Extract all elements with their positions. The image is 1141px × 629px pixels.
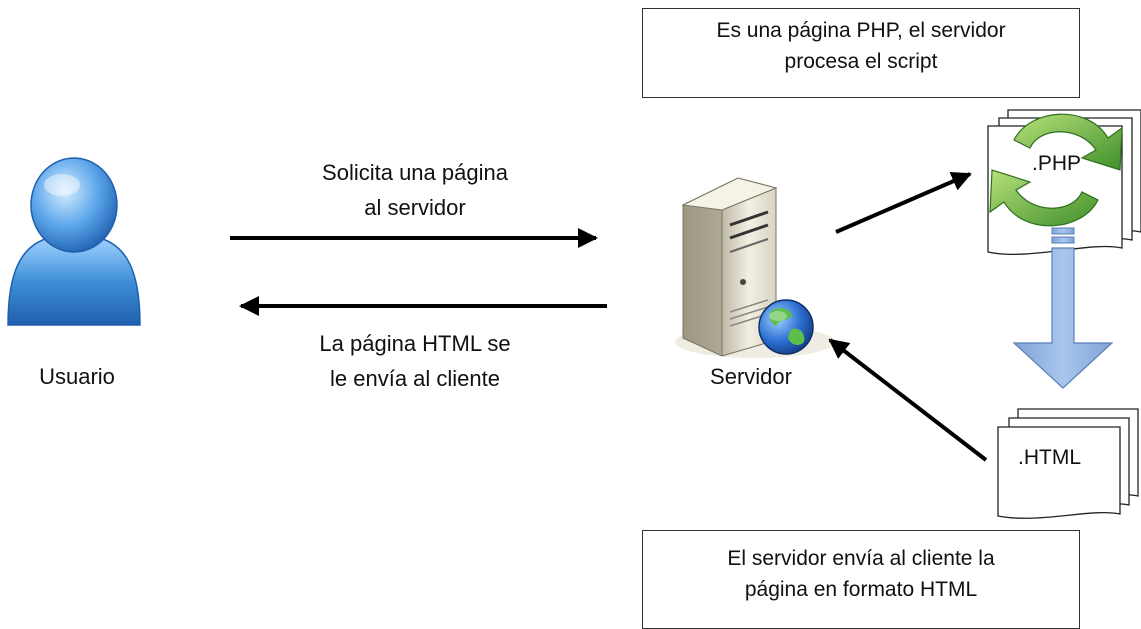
html-response-note: El servidor envía al cliente la página e… [642, 530, 1080, 629]
globe-icon [758, 299, 814, 355]
server-label: Servidor [710, 364, 792, 389]
html-document-stack [997, 408, 1139, 519]
html-note-line2: página en formato HTML [744, 578, 978, 601]
php-document-label: .PHP [1032, 152, 1082, 175]
process-cycle-icon [989, 113, 1123, 227]
response-label-line1: La página HTML se [319, 331, 511, 356]
request-label-line2: al servidor [364, 195, 466, 220]
user-label: Usuario [39, 364, 115, 389]
html-note-line1: El servidor envía al cliente la [727, 547, 995, 570]
server-to-php-arrow [835, 171, 972, 234]
response-label-line2: le envía al cliente [330, 366, 500, 391]
user-icon [7, 157, 141, 326]
php-note-line1: Es una página PHP, el servidor [716, 19, 1006, 42]
request-label-line1: Solicita una página [322, 160, 508, 185]
php-note-line2: procesa el script [784, 50, 938, 73]
html-to-server-arrow [828, 338, 988, 462]
php-process-note: Es una página PHP, el servidor procesa e… [642, 8, 1080, 98]
html-document-label: .HTML [1018, 446, 1081, 469]
flow-down-arrow [1012, 227, 1114, 389]
